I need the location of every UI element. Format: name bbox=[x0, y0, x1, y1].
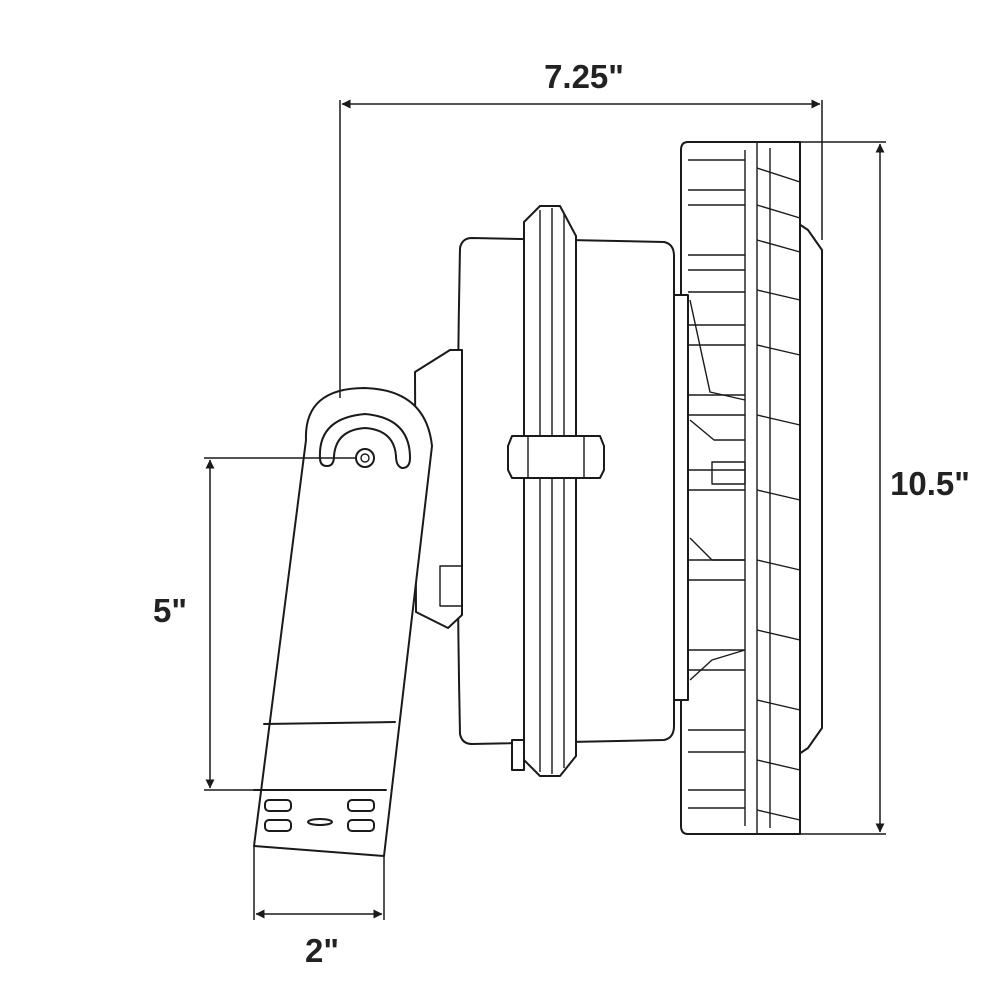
bracket-width-label: 2" bbox=[305, 932, 339, 969]
width-label: 7.25" bbox=[544, 58, 624, 95]
dimension-lines bbox=[204, 99, 886, 920]
arm-length-label: 5" bbox=[153, 592, 187, 629]
height-label: 10.5" bbox=[890, 465, 970, 502]
heatsink-assembly bbox=[680, 141, 823, 835]
mounting-arm bbox=[253, 387, 433, 857]
housing bbox=[414, 205, 689, 777]
